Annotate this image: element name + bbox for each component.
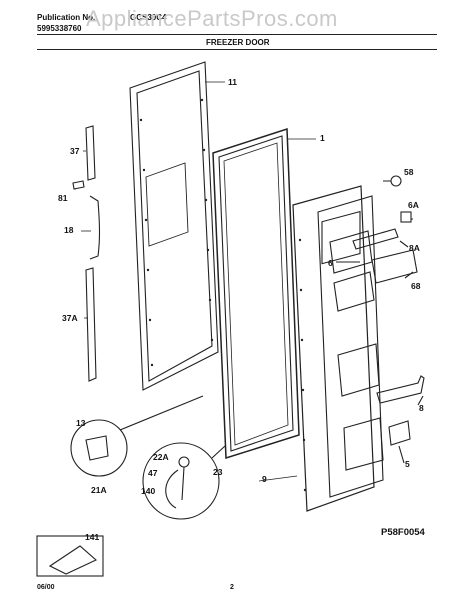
callout-81: 81 [58,193,68,203]
model-number: GCS30C4 [130,13,167,22]
section-title: FREEZER DOOR [206,38,270,47]
callout-37: 37 [70,146,80,156]
callout-21a: 21A [91,485,107,495]
header-rule-top [37,34,437,35]
callout-9: 9 [262,474,267,484]
wiring-detail [142,442,226,520]
callout-58: 58 [404,167,414,177]
outer-door-panel [129,61,219,391]
watermark: AppliancePartsPros.com [86,6,338,31]
callout-68: 68 [411,281,421,291]
callout-18: 18 [64,225,74,235]
handle-and-trim [72,125,101,382]
diagram-code: P58F0054 [381,527,425,538]
dispenser-parts [336,175,425,464]
callout-22a: 22A [153,452,169,462]
inner-door-liner [292,185,384,512]
callout-11: 11 [228,77,237,87]
callout-141: 141 [85,532,100,542]
publication-label: Publication No. [37,13,96,22]
door-gasket [212,127,300,460]
callout-5: 5 [405,459,410,469]
inset-box [36,535,104,577]
callout-8: 8 [419,403,424,413]
callout-6: 6 [328,258,333,268]
callout-23: 23 [213,467,223,477]
publication-number: 5995338760 [37,24,82,33]
leader-lines [74,81,316,482]
callout-37a: 37A [62,313,78,323]
hinge-detail [70,395,204,477]
callout-8a: 8A [409,243,420,253]
header-rule-bottom [37,49,437,50]
callout-1: 1 [320,133,325,143]
footer-page-number: 2 [230,584,234,591]
callout-6a: 6A [408,200,419,210]
callout-47: 47 [148,468,158,478]
callout-13: 13 [76,418,86,428]
callout-140: 140 [141,486,156,496]
footer-date: 06/00 [37,584,55,591]
